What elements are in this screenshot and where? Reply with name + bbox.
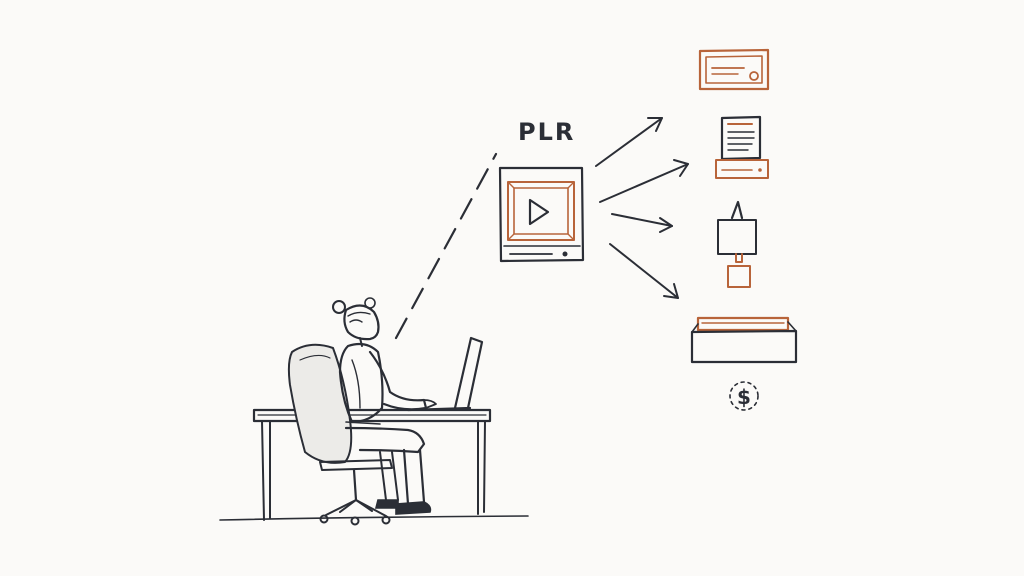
price-tag-icon xyxy=(717,200,757,288)
plr-label: PLR xyxy=(518,118,575,146)
dollar-symbol: $ xyxy=(737,385,751,409)
floor-line xyxy=(219,515,529,521)
arrow-to-tag xyxy=(611,213,673,233)
dashed-link-line xyxy=(394,152,498,340)
video-player-icon xyxy=(498,166,585,263)
document-printer-icon xyxy=(715,115,769,179)
office-chair xyxy=(287,343,393,526)
arrow-to-document xyxy=(599,159,689,203)
arrow-to-box xyxy=(609,243,679,299)
arrow-to-certificate xyxy=(595,117,663,167)
certificate-icon xyxy=(698,48,770,91)
distribution-arrows xyxy=(595,117,689,299)
desk xyxy=(252,408,492,521)
product-box-icon xyxy=(690,316,798,364)
person-at-desk-icon xyxy=(332,297,437,515)
laptop-icon xyxy=(406,336,484,412)
dollar-coin-icon: $ xyxy=(729,381,759,411)
